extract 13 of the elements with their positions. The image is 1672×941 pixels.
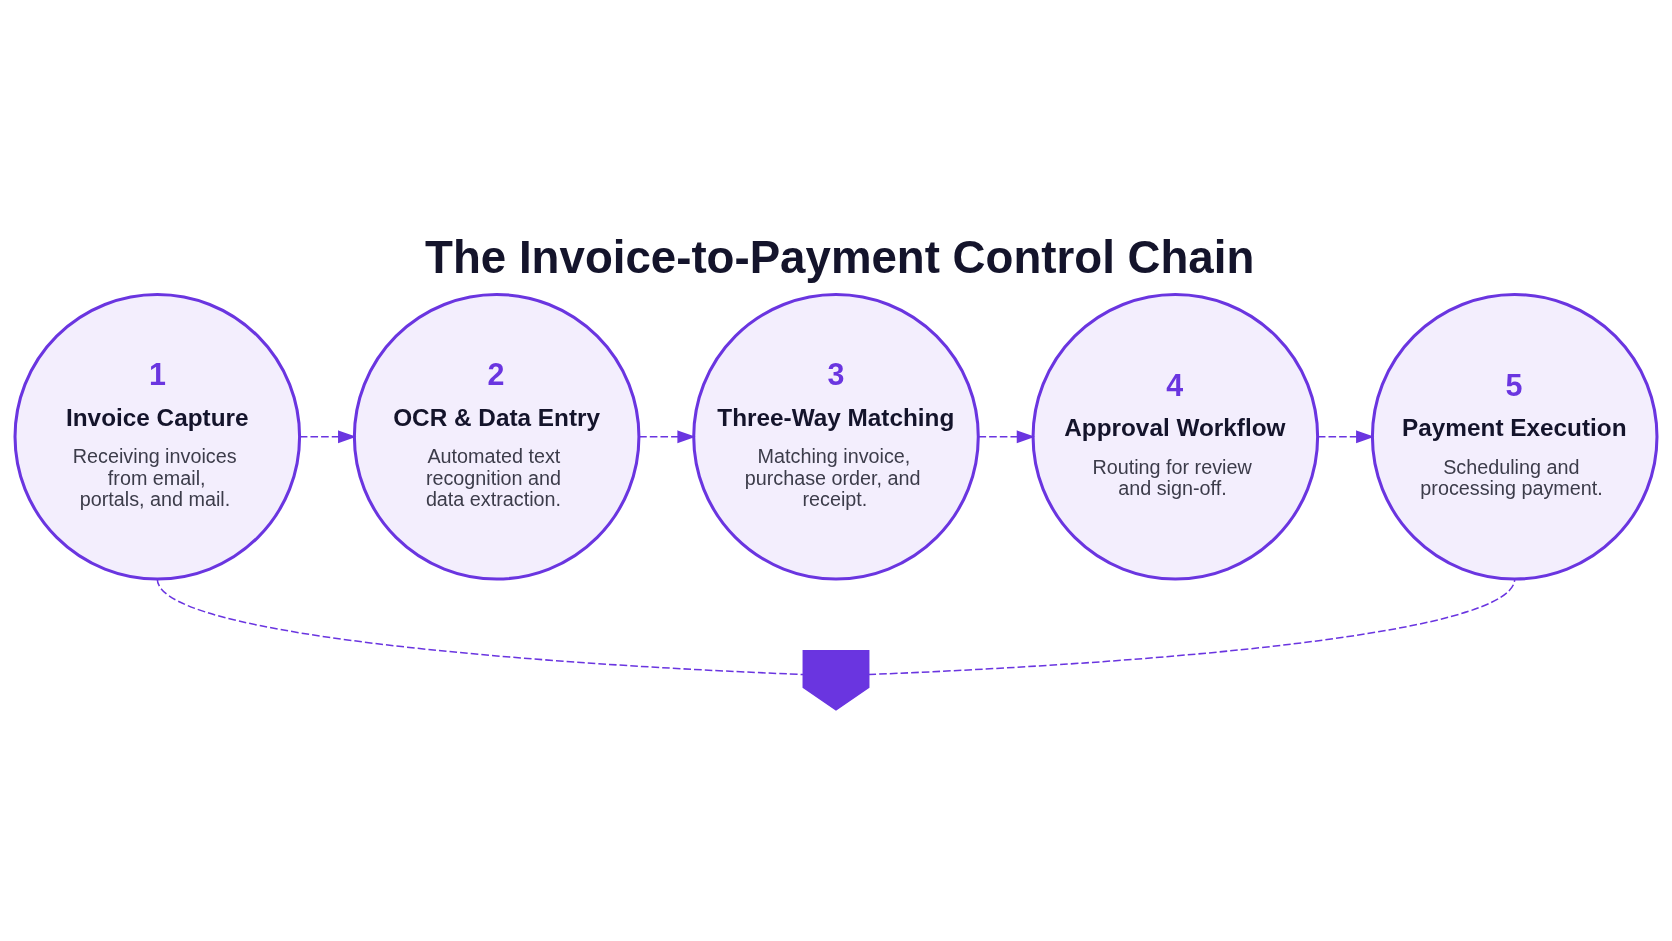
node-circle: 4 Approval Workflow Routing for review and sign-off. (1031, 292, 1320, 581)
connector (867, 577, 1516, 675)
connector (156, 577, 805, 675)
diagram-title: The Invoice-to-Payment Control Chain (425, 231, 1255, 283)
node-shield (802, 649, 870, 711)
arrow (977, 429, 1035, 443)
arrow (1317, 429, 1375, 443)
arrow (299, 429, 357, 443)
node-circle: 5 Payment Execution Scheduling and processing payment. (1370, 292, 1659, 581)
node-circle: 2 OCR & Data Entry Automated text recognition and data extraction. (352, 292, 641, 581)
node-circle: 3 Three-Way Matching Matching invoice, purchase order, and receipt. (692, 292, 980, 581)
node-circle: 1 Invoice Capture Receiving invoices from email, portals, and mail. (13, 292, 302, 581)
arrow (638, 429, 696, 443)
